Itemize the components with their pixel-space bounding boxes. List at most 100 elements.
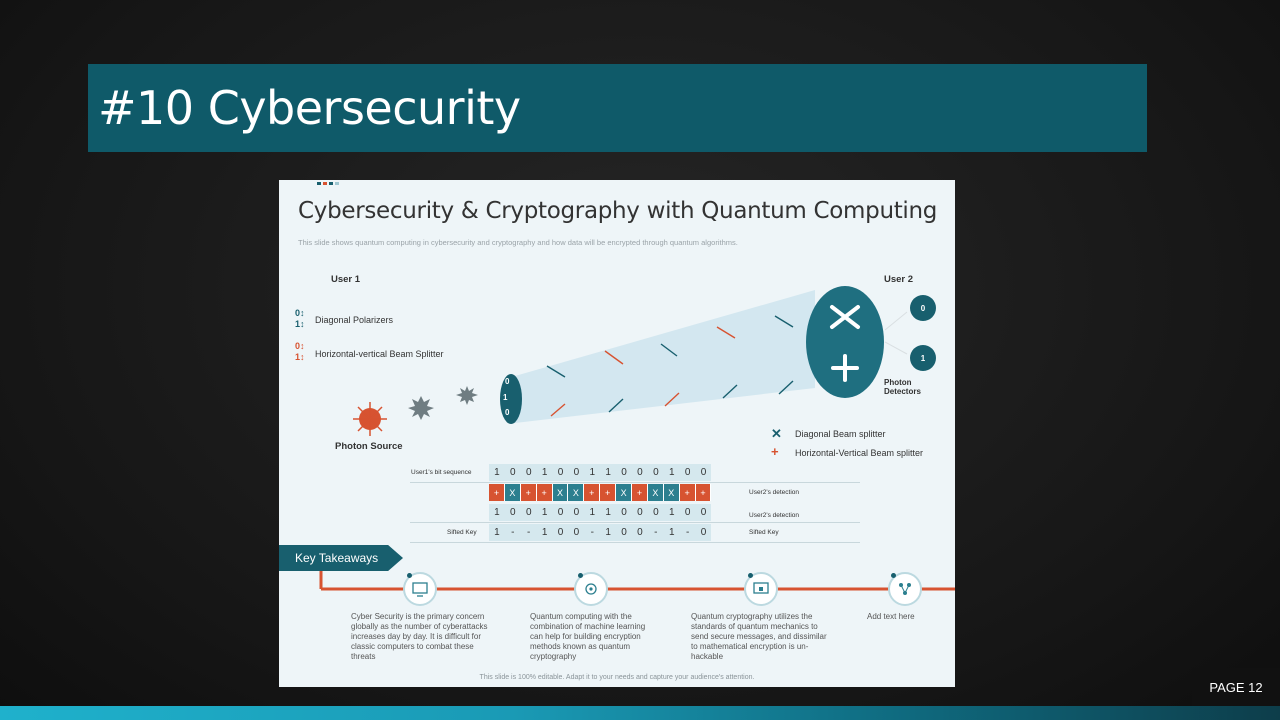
table-cell: 1 bbox=[536, 464, 553, 481]
diagonal-polarizer-icon: 0↕1↕ bbox=[295, 308, 305, 329]
lens-bit-1: 0 bbox=[505, 377, 510, 386]
table-cell: 0 bbox=[504, 464, 521, 481]
detector-1: 1 bbox=[910, 345, 936, 371]
table-cell: 0 bbox=[520, 464, 537, 481]
network-icon bbox=[899, 583, 911, 595]
table-cell: + bbox=[632, 484, 648, 501]
slide-footer-note: This slide is 100% editable. Adapt it to… bbox=[479, 674, 755, 681]
table-cell: + bbox=[600, 484, 617, 501]
photon-burst-icon bbox=[408, 386, 478, 420]
user1-label: User 1 bbox=[331, 274, 361, 285]
table-cell: 0 bbox=[632, 464, 648, 481]
table-cell: + bbox=[584, 484, 601, 501]
gear-chip-icon bbox=[585, 583, 597, 595]
table-cell: - bbox=[520, 524, 537, 541]
slide-title: Cybersecurity & Cryptography with Quantu… bbox=[298, 198, 938, 224]
table-cell: - bbox=[679, 524, 696, 541]
legend-diagonal-splitter: Diagonal Beam splitter bbox=[795, 429, 886, 439]
hv-beam-splitter-icon: 0↕1↕ bbox=[295, 341, 305, 362]
table-cell: 1 bbox=[489, 464, 505, 481]
monitor-icon bbox=[412, 582, 428, 597]
table-cell: - bbox=[504, 524, 521, 541]
takeaway-3-text: Quantum cryptography utilizes the standa… bbox=[691, 612, 827, 661]
lens-bit-2: 1 bbox=[503, 393, 508, 402]
table-cell: 1 bbox=[489, 504, 505, 521]
page-title: #10 Cybersecurity bbox=[98, 81, 521, 135]
photon-source-icon bbox=[353, 402, 387, 436]
takeaway-2-text: Quantum computing with the combination o… bbox=[530, 612, 646, 661]
row2-label: User2's detection bbox=[749, 489, 800, 496]
row1-label: User1's bit sequence bbox=[411, 469, 472, 476]
table-cell: 0 bbox=[616, 504, 633, 521]
hv-splitter-icon: + bbox=[771, 444, 779, 459]
table-cell: 1 bbox=[489, 524, 505, 541]
table-cell: 0 bbox=[552, 504, 569, 521]
photon-detectors-label: Photon Detectors bbox=[884, 378, 921, 396]
slide-decoration bbox=[317, 182, 339, 185]
table-cell: 0 bbox=[647, 464, 664, 481]
table-cell: 0 bbox=[695, 464, 712, 481]
lens-bit-3: 0 bbox=[505, 408, 510, 417]
takeaway-1-text: Cyber Security is the primary concern gl… bbox=[351, 612, 488, 661]
table-cell: 0 bbox=[552, 524, 569, 541]
table-cell: 1 bbox=[584, 464, 601, 481]
legend-hv-beam-splitter: Horizontal-vertical Beam Splitter bbox=[315, 349, 444, 359]
table-cell: 0 bbox=[568, 524, 585, 541]
table-cell: X bbox=[616, 484, 633, 501]
table-cell: 1 bbox=[584, 504, 601, 521]
slide-image: Cybersecurity & Cryptography with Quantu… bbox=[279, 180, 955, 687]
title-bar: #10 Cybersecurity bbox=[88, 64, 1147, 152]
table-cell: X bbox=[504, 484, 521, 501]
table-cell: 0 bbox=[695, 504, 712, 521]
table-cell: - bbox=[647, 524, 664, 541]
table-cell: 0 bbox=[695, 524, 712, 541]
table-cell: 1 bbox=[663, 464, 680, 481]
user2-label: User 2 bbox=[884, 274, 914, 285]
table-cell: 0 bbox=[616, 464, 633, 481]
table-cell: 0 bbox=[504, 504, 521, 521]
table-cell: 0 bbox=[568, 464, 585, 481]
table-cell: 0 bbox=[647, 504, 664, 521]
table-cell: 0 bbox=[679, 464, 696, 481]
table-cell: 0 bbox=[679, 504, 696, 521]
table-cell: 0 bbox=[552, 464, 569, 481]
table-cell: 1 bbox=[663, 504, 680, 521]
detector-0: 0 bbox=[910, 295, 936, 321]
table-cell: 1 bbox=[536, 524, 553, 541]
table-cell: + bbox=[695, 484, 712, 501]
table-cell: 0 bbox=[632, 504, 648, 521]
table-cell: 0 bbox=[616, 524, 633, 541]
table-cell: 1 bbox=[536, 504, 553, 521]
slide-subtitle: This slide shows quantum computing in cy… bbox=[298, 238, 738, 247]
photon-source-label: Photon Source bbox=[335, 441, 403, 452]
legend-diagonal-polarizers: Diagonal Polarizers bbox=[315, 315, 394, 325]
row4-label-right: Sifted Key bbox=[749, 529, 779, 536]
row4-label-left: Sifted Key bbox=[447, 529, 477, 536]
table-cell: 1 bbox=[600, 504, 617, 521]
quantum-diagram bbox=[319, 286, 955, 591]
table-cell: 0 bbox=[568, 504, 585, 521]
table-cell: + bbox=[536, 484, 553, 501]
table-cell: 1 bbox=[663, 524, 680, 541]
table-cell: X bbox=[552, 484, 569, 501]
table-cell: + bbox=[489, 484, 505, 501]
photon-arrows bbox=[546, 315, 794, 417]
key-takeaways-banner: Key Takeaways bbox=[279, 545, 403, 571]
table-cell: 0 bbox=[520, 504, 537, 521]
table-cell: - bbox=[584, 524, 601, 541]
bottom-accent-bar bbox=[0, 706, 1280, 720]
lock-monitor-icon bbox=[753, 582, 769, 594]
table-cell: 0 bbox=[632, 524, 648, 541]
legend-hv-splitter: Horizontal-Vertical Beam splitter bbox=[795, 448, 924, 458]
table-cell: 1 bbox=[600, 464, 617, 481]
takeaway-4-text: Add text here bbox=[867, 612, 915, 621]
table-cell: + bbox=[520, 484, 537, 501]
page-number: PAGE 12 bbox=[1192, 668, 1280, 706]
diagonal-splitter-icon: ✕ bbox=[771, 426, 782, 441]
table-cell: 1 bbox=[600, 524, 617, 541]
table-cell: X bbox=[568, 484, 585, 501]
